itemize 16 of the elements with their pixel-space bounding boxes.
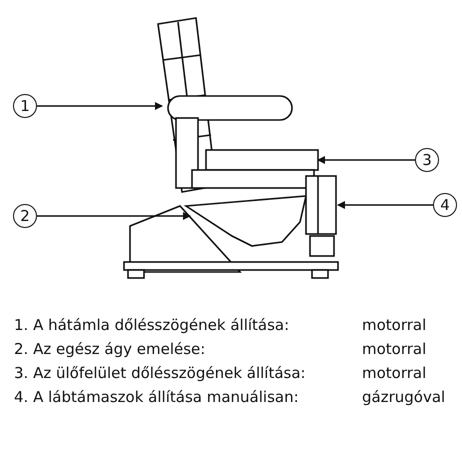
leader-arrow <box>337 201 433 209</box>
method-label: gázrugóval <box>362 388 446 406</box>
callout-number: 3 <box>415 148 439 172</box>
callout-number: 4 <box>433 193 457 217</box>
list-item: 4. A lábtámaszok állítása manuálisan: <box>14 388 299 406</box>
leader-arrow <box>37 102 163 110</box>
list-item: 3. Az ülőfelület dőlésszögének állítása: <box>14 364 306 382</box>
callout-number: 1 <box>13 94 37 118</box>
leader-arrow <box>317 156 415 164</box>
callout-number: 2 <box>13 204 37 228</box>
leader-arrow <box>37 212 191 220</box>
list-item: 2. Az egész ágy emelése: <box>14 340 206 358</box>
list-item: 1. A hátámla dőlésszögének állítása: <box>14 316 290 334</box>
method-label: motorral <box>362 340 426 358</box>
method-label: motorral <box>362 316 426 334</box>
method-label: motorral <box>362 364 426 382</box>
